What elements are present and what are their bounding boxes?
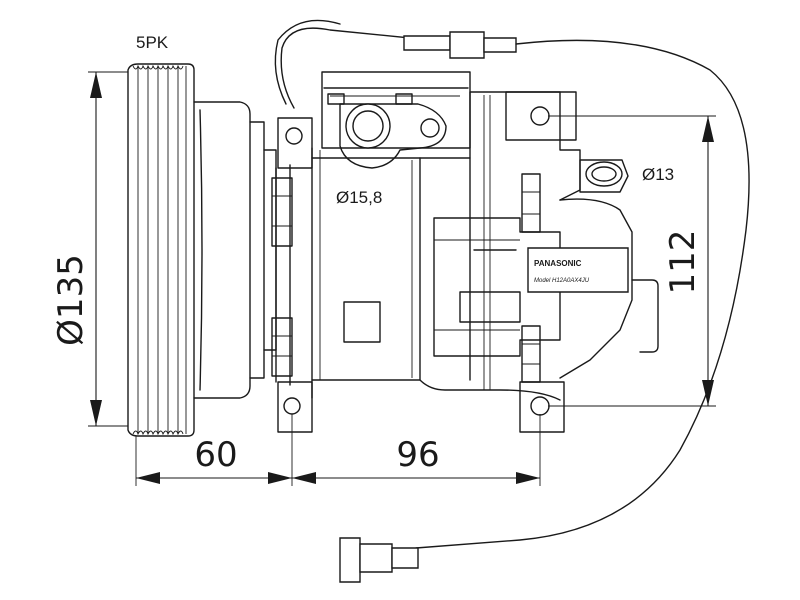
discharge-port — [579, 159, 629, 193]
mount-spacing-label: 96 — [396, 435, 439, 475]
belt-type-label: 5PK — [136, 33, 169, 52]
nameplate-brand: PANASONIC — [534, 259, 582, 268]
bolts — [271, 91, 577, 416]
pulley-offset-label: 60 — [194, 435, 237, 475]
wire-harness — [274, 19, 750, 583]
height-label: 112 — [663, 230, 703, 295]
dimension-offsets — [135, 414, 541, 486]
dimension-height — [548, 115, 716, 407]
discharge-port-label: Ø13 — [642, 165, 674, 184]
suction-port — [327, 93, 447, 169]
nameplate: PANASONIC Model H12A0AX4JU — [527, 247, 629, 293]
suction-port-label: Ø15,8 — [336, 188, 382, 207]
compressor-body — [275, 71, 659, 433]
nameplate-model: Model H12A0AX4JU — [534, 278, 590, 284]
pulley — [127, 63, 277, 437]
dimension-pulley-diameter — [88, 71, 128, 427]
pulley-diameter-label: Ø135 — [51, 254, 91, 346]
